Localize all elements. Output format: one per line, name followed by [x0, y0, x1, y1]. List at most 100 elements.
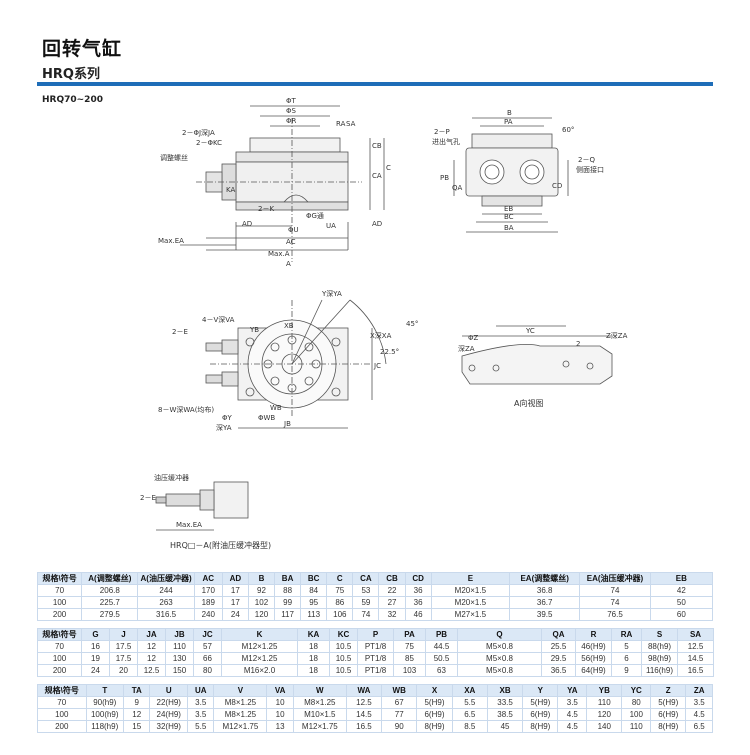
page-title: 回转气缸: [42, 38, 123, 60]
table-cell: 113: [300, 608, 328, 621]
column-header: CA: [352, 572, 380, 585]
table-cell: 67: [381, 696, 418, 709]
table-cell: 74: [579, 584, 651, 597]
dim-label: 2－ΦJ深JA: [182, 128, 215, 137]
table-cell: 279.5: [81, 608, 139, 621]
dim-label: 深YA: [216, 423, 232, 432]
dim-label: 2－E: [172, 328, 188, 336]
table-cell: M10×1.5: [292, 708, 347, 721]
dim-label: AD: [372, 220, 382, 228]
table-cell: 16: [81, 640, 110, 653]
column-header: CD: [404, 572, 432, 585]
table-cell: 6.5: [451, 708, 488, 721]
table-cell: M5×0.8: [457, 640, 542, 653]
column-header: KA: [297, 628, 330, 641]
front-view-drawing: [180, 105, 385, 262]
table-cell: 4.5: [685, 708, 713, 721]
table-cell: 60: [649, 608, 714, 621]
size-cell: 200: [36, 608, 83, 621]
table-cell: 12: [137, 652, 166, 665]
size-cell: 200: [37, 720, 87, 733]
table-cell: 17.5: [109, 652, 138, 665]
column-header: AD: [221, 572, 249, 585]
table-cell: 10.5: [329, 640, 358, 653]
table-cell: 110: [586, 696, 623, 709]
column-header: Y: [522, 684, 559, 697]
table-cell: 16.5: [345, 720, 383, 733]
column-header: VA: [266, 684, 294, 697]
table-cell: M5×0.8: [457, 652, 542, 665]
table-cell: 5.5: [186, 720, 215, 733]
table-cell: 3.5: [186, 708, 215, 721]
end-view-labels: B PA 60° 2－P 进出气孔 2－Q 侧面接口 PB QA CD EB B…: [432, 109, 604, 232]
table-cell: 25.5: [541, 640, 576, 653]
column-header: P: [357, 628, 394, 641]
dim-label: JC: [373, 362, 381, 370]
table-cell: 88(h9): [641, 640, 678, 653]
table-cell: 5: [611, 640, 642, 653]
table-cell: 17.5: [109, 640, 138, 653]
column-header: 规格\符号: [37, 684, 87, 697]
table-cell: 75: [393, 640, 426, 653]
table-cell: 76.5: [579, 608, 651, 621]
table-cell: M12×1.25: [221, 652, 298, 665]
table-cell: 120: [586, 708, 623, 721]
dim-label: ΦU: [288, 226, 299, 234]
column-header: BC: [300, 572, 328, 585]
table-cell: 24(H9): [149, 708, 188, 721]
buffer-caption: HRQ□－A(附油压缓冲器型): [170, 541, 272, 550]
column-header: SA: [677, 628, 714, 641]
table-cell: PT1/8: [357, 664, 394, 677]
table-cell: M5×0.8: [457, 664, 542, 677]
table-cell: 24: [221, 608, 249, 621]
table-cell: 42: [649, 584, 714, 597]
table-cell: 22(H9): [149, 696, 188, 709]
table-cell: M12×1.25: [221, 640, 298, 653]
dim-label: RA: [336, 120, 346, 128]
table-cell: 39.5: [509, 608, 581, 621]
table-cell: 85: [393, 652, 426, 665]
size-cell: 70: [36, 584, 83, 597]
table-cell: 8(H9): [416, 720, 453, 733]
table-cell: 75: [326, 584, 354, 597]
table-cell: 118(h9): [85, 720, 125, 733]
table-cell: 170: [193, 584, 223, 597]
dim-label: 2－ΦKC: [196, 139, 222, 147]
dim-label: 深ZA: [458, 344, 475, 353]
table-cell: 63: [425, 664, 458, 677]
table-cell: 57: [193, 640, 222, 653]
dim-label: A: [286, 260, 291, 268]
table-cell: 4.5: [557, 720, 588, 733]
column-header: R: [575, 628, 612, 641]
table-cell: 24: [81, 664, 110, 677]
dim-label: Max.EA: [158, 237, 184, 245]
title-divider: [37, 82, 713, 86]
table-cell: 5(H9): [416, 696, 453, 709]
a-view-caption: A向视图: [514, 399, 544, 408]
table-cell: PT1/8: [357, 652, 394, 665]
table-cell: 56(H9): [575, 652, 612, 665]
table-cell: PT1/8: [357, 640, 394, 653]
dim-label: 60°: [562, 126, 574, 134]
table-cell: M8×1.25: [213, 708, 268, 721]
column-header: PB: [425, 628, 458, 641]
column-header: AC: [193, 572, 223, 585]
table-cell: 22: [378, 584, 406, 597]
table-cell: 29.5: [541, 652, 576, 665]
a-view-drawing: [461, 325, 613, 385]
column-header: YC: [621, 684, 652, 697]
model-range-label: HRQ70~200: [42, 95, 103, 105]
column-header: WA: [345, 684, 383, 697]
size-cell: 70: [37, 640, 82, 653]
table-cell: 12.5: [677, 640, 714, 653]
column-header: Q: [457, 628, 542, 641]
table-cell: 10.5: [329, 652, 358, 665]
table-cell: 18: [297, 652, 330, 665]
